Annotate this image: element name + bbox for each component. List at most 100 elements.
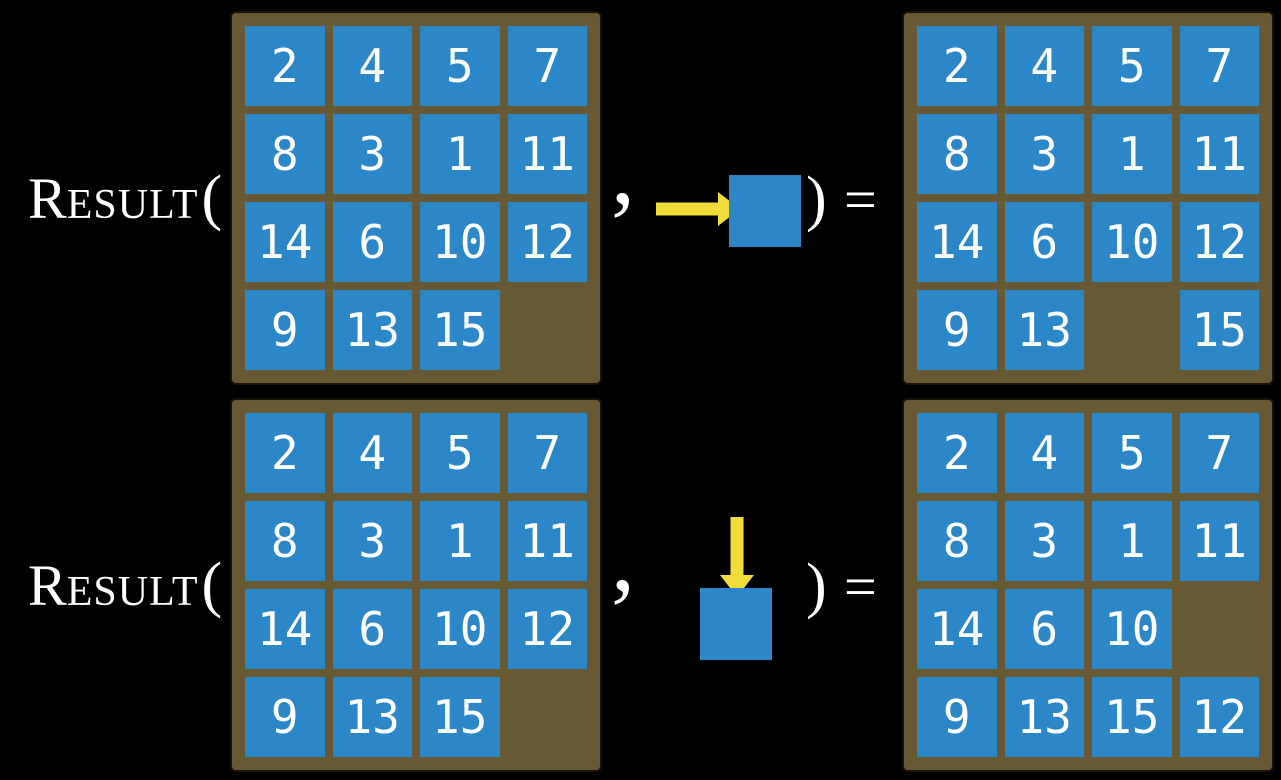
- tile-number: 9: [270, 690, 299, 744]
- puzzle-tile: 11: [507, 114, 587, 194]
- puzzle-tile: 4: [332, 413, 412, 493]
- tile-number: 11: [1191, 127, 1247, 181]
- tile-number: 8: [942, 127, 971, 181]
- close-paren: ): [806, 165, 827, 233]
- result-function-label: R ESULT (: [28, 167, 222, 229]
- tile-number: 15: [432, 690, 488, 744]
- puzzle-tile: 6: [1004, 589, 1084, 669]
- puzzle-tile: 10: [420, 589, 500, 669]
- tile-number: 13: [344, 303, 400, 357]
- tile-number: 15: [1191, 303, 1247, 357]
- tile-number: 7: [533, 39, 562, 93]
- puzzle-tile: 7: [507, 413, 587, 493]
- tile-number: 9: [942, 303, 971, 357]
- puzzle-tile: 11: [1179, 501, 1259, 581]
- tile-number: 12: [519, 602, 575, 656]
- tile-number: 15: [432, 303, 488, 357]
- blank-cell: [508, 290, 588, 370]
- puzzle-tile: 8: [917, 501, 997, 581]
- puzzle-tile: 15: [1179, 290, 1259, 370]
- puzzle-tile: 2: [245, 26, 325, 106]
- tile-number: 11: [519, 514, 575, 568]
- tile-number: 4: [358, 39, 387, 93]
- result-label-rest: ESULT: [66, 569, 199, 615]
- puzzle-tile: 3: [332, 114, 412, 194]
- puzzle-tile: 9: [245, 677, 325, 757]
- puzzle-tile: 4: [1004, 26, 1084, 106]
- tile-number: 5: [445, 39, 474, 93]
- move-tile-square: [729, 175, 801, 247]
- tile-number: 6: [1030, 215, 1059, 269]
- puzzle-tile: 2: [245, 413, 325, 493]
- puzzle-tile: 7: [1179, 413, 1259, 493]
- puzzle-tile: 11: [1179, 114, 1259, 194]
- puzzle-tile: 14: [245, 589, 325, 669]
- puzzle-tile: 9: [917, 290, 997, 370]
- puzzle-tile: 4: [1004, 413, 1084, 493]
- puzzle-tile: 10: [1092, 589, 1172, 669]
- puzzle-tile: 12: [507, 202, 587, 282]
- puzzle-tile: 15: [420, 290, 500, 370]
- tile-number: 2: [270, 426, 299, 480]
- tile-number: 2: [942, 39, 971, 93]
- open-paren: (: [201, 164, 223, 232]
- tile-number: 1: [445, 127, 474, 181]
- tile-number: 1: [1117, 514, 1146, 568]
- puzzle-tile: 5: [420, 413, 500, 493]
- tile-number: 6: [1030, 602, 1059, 656]
- tile-number: 1: [445, 514, 474, 568]
- tile-number: 14: [929, 215, 985, 269]
- tile-number: 12: [1191, 215, 1247, 269]
- puzzle-tile: 1: [420, 501, 500, 581]
- puzzle-tile: 8: [917, 114, 997, 194]
- tile-number: 15: [1104, 690, 1160, 744]
- result-label-initial: R: [28, 553, 67, 618]
- puzzle-tile: 12: [1179, 677, 1259, 757]
- puzzle-tile: 3: [332, 501, 412, 581]
- comma-separator: ,: [611, 504, 635, 611]
- tile-number: 4: [1030, 426, 1059, 480]
- blank-cell: [508, 677, 588, 757]
- tile-number: 3: [358, 514, 387, 568]
- tile-number: 13: [1016, 303, 1072, 357]
- puzzle-tile: 12: [507, 589, 587, 669]
- move-right-arrow-icon: [656, 192, 740, 226]
- tile-number: 6: [358, 215, 387, 269]
- tile-number: 2: [270, 39, 299, 93]
- puzzle-tile: 11: [507, 501, 587, 581]
- open-paren: (: [201, 551, 223, 619]
- move-down-arrow-icon: [720, 517, 754, 597]
- tile-number: 13: [344, 690, 400, 744]
- tile-number: 5: [445, 426, 474, 480]
- tile-number: 11: [519, 127, 575, 181]
- tile-number: 14: [257, 602, 313, 656]
- puzzle-tile: 12: [1179, 202, 1259, 282]
- puzzle-tile: 1: [420, 114, 500, 194]
- tile-number: 2: [942, 426, 971, 480]
- puzzle-tile: 7: [1179, 26, 1259, 106]
- equals-sign: =: [844, 167, 877, 232]
- puzzle-tile: 6: [332, 589, 412, 669]
- result-label-initial: R: [28, 166, 67, 231]
- puzzle-tile: 13: [1004, 677, 1084, 757]
- puzzle-tile: 5: [1092, 413, 1172, 493]
- tile-number: 9: [270, 303, 299, 357]
- tile-number: 8: [270, 514, 299, 568]
- puzzle-tile: 8: [245, 501, 325, 581]
- puzzle-tile: 14: [245, 202, 325, 282]
- tile-number: 13: [1016, 690, 1072, 744]
- tile-number: 14: [257, 215, 313, 269]
- tile-number: 9: [942, 690, 971, 744]
- tile-number: 12: [1191, 690, 1247, 744]
- puzzle-tile: 2: [917, 413, 997, 493]
- comma-separator: ,: [611, 117, 635, 224]
- puzzle-tile: 2: [917, 26, 997, 106]
- tile-number: 10: [432, 215, 488, 269]
- puzzle-tile: 15: [420, 677, 500, 757]
- tile-number: 5: [1117, 39, 1146, 93]
- close-paren: ): [806, 552, 827, 620]
